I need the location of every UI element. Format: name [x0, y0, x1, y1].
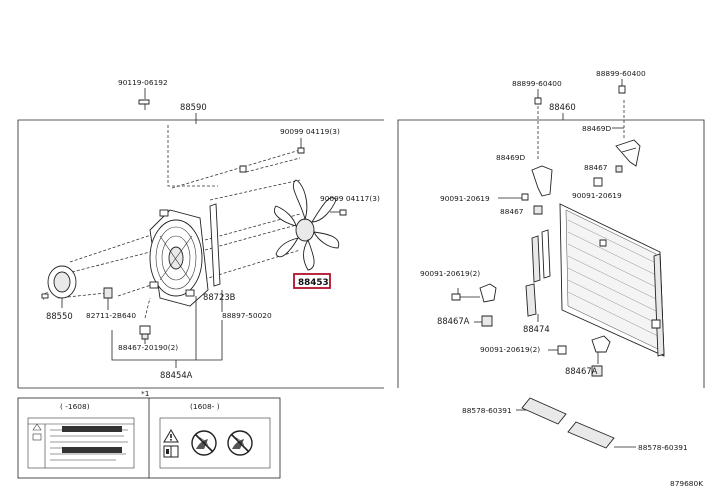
fan-shroud [149, 209, 209, 307]
bolt-88899-a: 88899-60400 [512, 79, 562, 105]
manual-book-icon [163, 445, 179, 458]
screw-90091-c: 90091-20619(2) [420, 269, 497, 303]
screw-90091-d: 90091-20619(2) [480, 335, 611, 355]
label-88467-a[interactable]: 88467 [584, 163, 608, 172]
highlight-box [293, 273, 331, 289]
warning-triangle-icon [163, 429, 179, 443]
label-88467-b[interactable]: 88467 [500, 207, 524, 216]
label-88550[interactable]: 88550 [46, 311, 73, 321]
seal-88578-a: 88578-60391 [462, 397, 567, 425]
clip-connector: 82711-2B640 [86, 287, 136, 320]
left-panel-frame [17, 119, 384, 389]
label-90091-20619-c[interactable]: 90091-20619(2) [420, 269, 480, 278]
label-88474[interactable]: 88474 [523, 324, 550, 334]
legend-col-right-header: (1608- ) [190, 402, 220, 411]
cushion-88467-b: 88467 [500, 205, 543, 216]
assembly-brace: 88454A [111, 296, 223, 380]
seal-88578-b: 88578-60391 [567, 421, 688, 452]
label-88469D-b[interactable]: 88469D [496, 153, 526, 162]
no-hand-fan-icon [191, 430, 217, 456]
cushion-88467A-a: 88467A [437, 315, 493, 327]
label-88899-60400-b[interactable]: 88899-60400 [596, 69, 646, 78]
seal-strip: 88897-50020 [221, 290, 272, 320]
screw-04117: 90099 04117(3) [320, 194, 380, 216]
label-88467A-a[interactable]: 88467A [437, 316, 470, 326]
label-82711-2B640[interactable]: 82711-2B640 [86, 311, 136, 320]
label-88899-60400-a[interactable]: 88899-60400 [512, 79, 562, 88]
bracket-88469D-b: 88469D [496, 106, 553, 197]
caution-label-old [27, 417, 135, 469]
seal-88474: 88474 [523, 229, 551, 334]
label-90091-20619-a[interactable]: 90091-20619 [572, 191, 622, 200]
no-hand-fan-icon [227, 430, 253, 456]
label-90091-20619-b[interactable]: 90091-20619 [440, 194, 490, 203]
label-88453[interactable]: 88453 [298, 278, 329, 288]
label-90099-04117[interactable]: 90099 04117(3) [320, 194, 380, 203]
bracket-88469D-a: 88469D [582, 100, 641, 167]
condenser-core [559, 203, 665, 357]
right-panel-frame [397, 119, 705, 388]
screw-04119: 90099 04119(3) [239, 127, 340, 173]
cushion-88467A-b: 88467A [565, 352, 603, 377]
label-88578-60391-a[interactable]: 88578-60391 [462, 406, 512, 415]
label-88590[interactable]: 88590 [180, 102, 207, 112]
label-90119-06192[interactable]: 90119-06192 [118, 78, 168, 87]
label-90091-20619-d[interactable]: 90091-20619(2) [480, 345, 540, 354]
drawing-code: 879680K [670, 479, 703, 488]
label-88467-20190[interactable]: 88467-20190(2) [118, 343, 178, 352]
legend-box: *1 ( -1608) (1608- ) [17, 389, 281, 479]
label-88460[interactable]: 88460 [549, 102, 576, 112]
caution-label-new [159, 417, 271, 469]
legend-col-left-header: ( -1608) [60, 402, 90, 411]
label-88467A-b[interactable]: 88467A [565, 366, 598, 376]
screw-90091-b: 90091-20619 [440, 193, 529, 203]
bracket-b: 88723B [203, 203, 236, 302]
legend-marker: *1 [141, 389, 150, 398]
grommet-left: 88467-20190(2) [118, 325, 178, 352]
label-88897-50020[interactable]: 88897-50020 [222, 311, 272, 320]
label-88578-60391-b[interactable]: 88578-60391 [638, 443, 688, 452]
label-90099-04119[interactable]: 90099 04119(3) [280, 127, 340, 136]
label-88469D-a[interactable]: 88469D [582, 124, 612, 133]
bolt-88899-b: 88899-60400 [596, 69, 646, 94]
bolt-90119-06192: 90119-06192 [118, 78, 168, 110]
label-88723B[interactable]: 88723B [203, 292, 236, 302]
fan-blade: 88453 [274, 179, 340, 289]
label-88454A[interactable]: 88454A [160, 370, 193, 380]
cushion-88467-a: 88467 [584, 163, 623, 173]
fan-motor: 88550 [41, 265, 77, 321]
screw-90091-a: 90091-20619 [572, 177, 622, 200]
